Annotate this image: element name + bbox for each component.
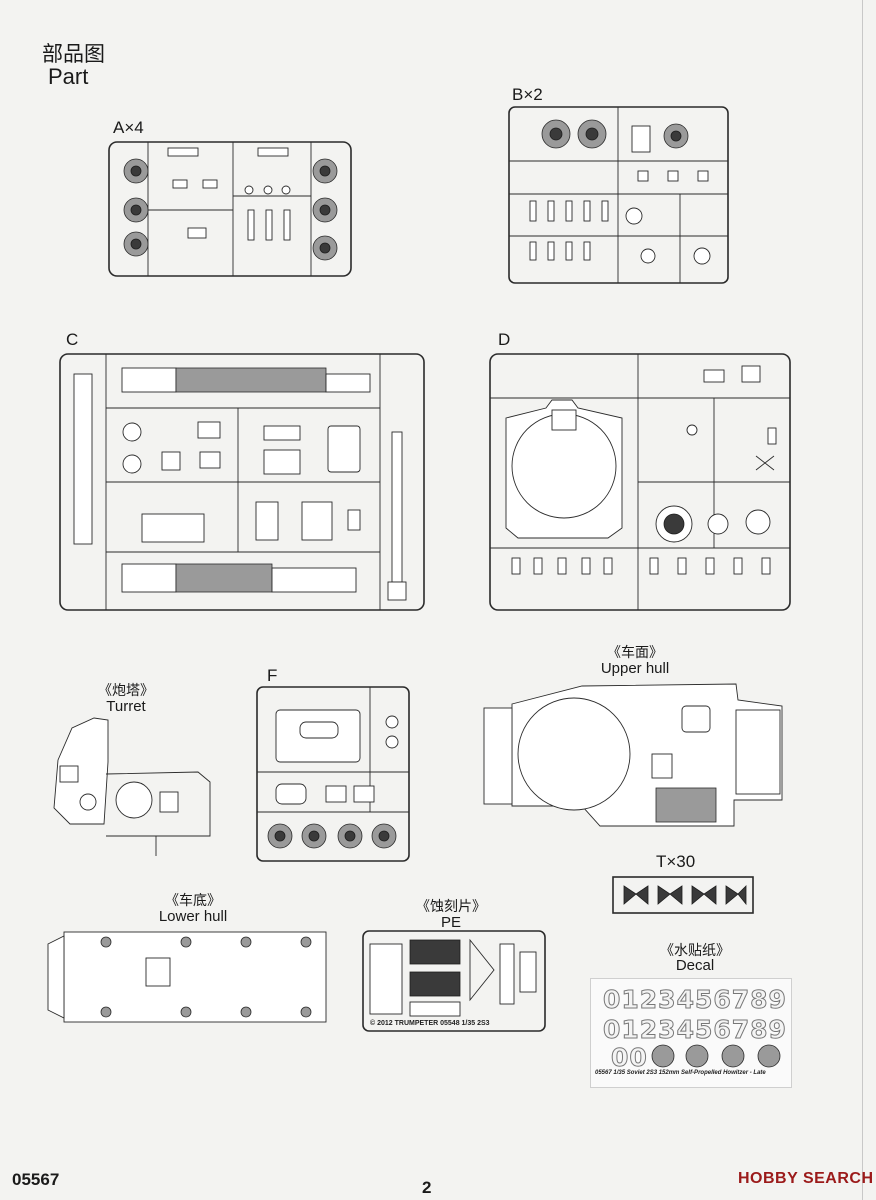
- decal-emblems: [651, 1044, 781, 1068]
- pe-label-en: PE: [440, 914, 461, 931]
- upper-hull-label-cn: 《车面》: [607, 645, 663, 661]
- sprue-a-label: A×4: [113, 118, 144, 137]
- lower-hull-diagram: [47, 931, 327, 1023]
- decal-label-cn: 《水贴纸》: [660, 943, 730, 959]
- decal-digits-row-1: 0123456789: [603, 985, 787, 1015]
- sprue-b-diagram: [508, 106, 729, 284]
- sprue-f-label: F: [267, 666, 278, 685]
- decal-digits-row-3: 00: [611, 1043, 648, 1073]
- sprue-d-diagram: [489, 353, 791, 611]
- decal-sheet: 0123456789 0123456789 00 05567 1/35 Sovi…: [590, 978, 792, 1088]
- decal-digits-row-2: 0123456789: [603, 1015, 787, 1045]
- decal-caption: 05567 1/35 Soviet 2S3 152mm Self-Propell…: [595, 1070, 766, 1076]
- sprue-c-diagram: [59, 353, 425, 611]
- upper-hull-diagram: [483, 683, 783, 827]
- page-edge-line: [862, 0, 863, 1200]
- upper-hull-label-en: Upper hull: [600, 660, 670, 677]
- lower-hull-label-en: Lower hull: [158, 908, 228, 925]
- turret-label-en: Turret: [106, 698, 146, 715]
- pe-sheet-diagram: [362, 930, 546, 1032]
- page-number: 2: [422, 1178, 432, 1197]
- product-code: 05567: [12, 1170, 60, 1189]
- page-title-cn: 部品图: [42, 42, 105, 66]
- turret-label-cn: 《炮塔》: [98, 683, 154, 699]
- sprue-c-label: C: [66, 330, 79, 349]
- sprue-a-diagram: [108, 141, 352, 277]
- lower-hull-label-cn: 《车底》: [165, 893, 221, 909]
- pe-label-cn: 《蚀刻片》: [416, 899, 486, 915]
- sprue-b-label: B×2: [512, 85, 543, 104]
- decal-label-en: Decal: [675, 957, 715, 974]
- pe-caption: © 2012 TRUMPETER 05548 1/35 2S3: [370, 1020, 490, 1027]
- sprue-d-label: D: [498, 330, 511, 349]
- turret-diagram: [53, 717, 211, 856]
- sprue-t-diagram: [612, 876, 754, 914]
- page-title-en: Part: [48, 64, 89, 89]
- sprue-t-label: T×30: [656, 852, 696, 871]
- watermark: HOBBY SEARCH: [738, 1170, 874, 1187]
- sprue-f-diagram: [256, 686, 410, 862]
